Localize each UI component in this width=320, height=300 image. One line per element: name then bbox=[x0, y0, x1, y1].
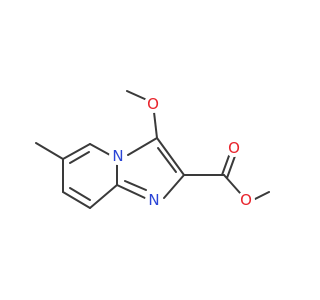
bond-c2-n1 bbox=[163, 174, 185, 199]
bond-c3-n4 bbox=[127, 137, 158, 156]
bond-methoxy-o-c3 bbox=[153, 111, 158, 139]
atom-carbonyl-oxygen-label: O bbox=[228, 139, 240, 157]
bond-carbonyl-double-b bbox=[226, 155, 236, 179]
structure-diagram: O N N O O bbox=[35, 90, 270, 209]
atom-imine-nitrogen: N bbox=[145, 191, 163, 209]
bond-n4-c5 bbox=[89, 143, 111, 156]
bond-c6-methyl bbox=[35, 142, 64, 160]
atom-carbonyl-oxygen: O bbox=[225, 139, 243, 157]
bond-c8-c8a bbox=[89, 184, 118, 209]
molecule-drawing: O N N O O bbox=[35, 90, 270, 209]
bond-n1-c8a bbox=[116, 184, 146, 199]
atom-ester-oxygen-background bbox=[237, 191, 255, 209]
atom-ring-nitrogen-background bbox=[109, 147, 127, 165]
bond-n1-c8a-inner bbox=[124, 180, 147, 191]
atom-methoxy-oxygen: O bbox=[144, 95, 162, 113]
bond-c7-c8 bbox=[62, 191, 91, 209]
atom-methoxy-oxygen-background bbox=[144, 95, 162, 113]
bond-carboxyl-c-ester-o bbox=[223, 174, 241, 194]
bond-c5-c6 bbox=[62, 143, 91, 160]
bond-methoxy-methyl bbox=[126, 90, 148, 101]
atom-imine-nitrogen-background bbox=[145, 191, 163, 209]
bond-c5-c6-inner bbox=[69, 151, 90, 164]
atom-ring-nitrogen: N bbox=[109, 147, 127, 165]
atom-ester-oxygen-label: O bbox=[240, 191, 252, 209]
atom-ring-nitrogen-label: N bbox=[112, 147, 123, 165]
atom-ester-oxygen: O bbox=[237, 191, 255, 209]
bonds bbox=[35, 90, 270, 209]
atom-methoxy-oxygen-label: O bbox=[147, 95, 159, 113]
atom-labels: O N N O O bbox=[109, 95, 255, 209]
atom-imine-nitrogen-label: N bbox=[148, 191, 159, 209]
bond-carbonyl-double-a bbox=[221, 152, 231, 176]
bond-c7-c8-inner bbox=[69, 187, 91, 201]
bond-c3-c2 bbox=[156, 137, 185, 176]
atom-carbonyl-oxygen-background bbox=[225, 139, 243, 157]
bond-c3-c2-inner bbox=[157, 147, 177, 173]
